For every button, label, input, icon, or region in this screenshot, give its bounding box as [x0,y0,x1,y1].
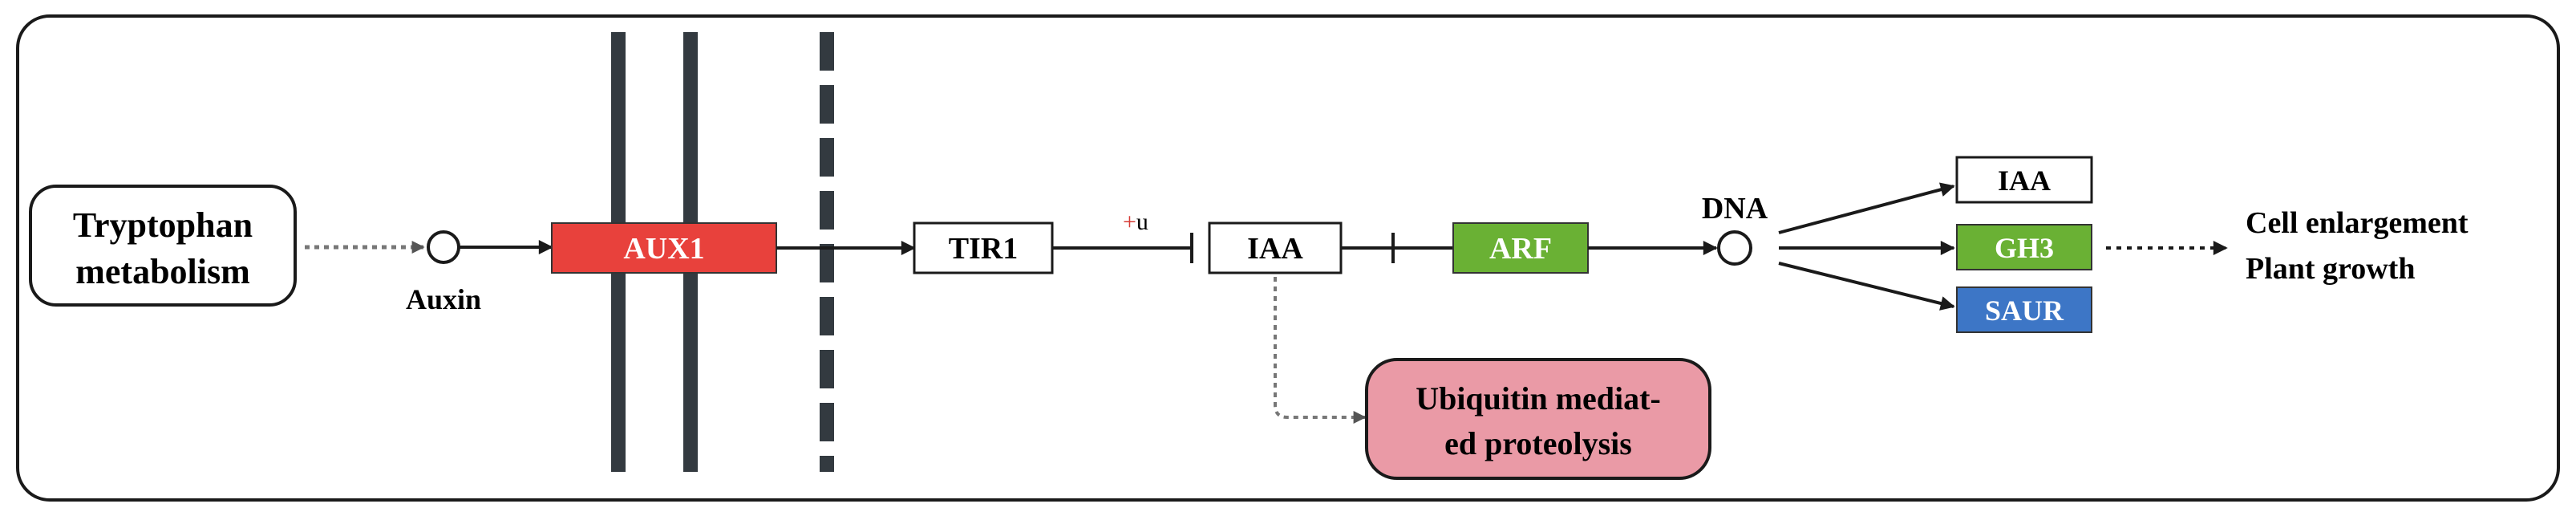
iaa-to-ubiquitin-arrow [1274,277,1367,424]
gh3-label: GH3 [1995,232,2054,264]
membrane-bar-dashed [820,32,834,472]
saur-box [1956,286,2092,333]
ubiquitin-line1: Ubiquitin mediat- [1416,380,1661,416]
dna-label: DNA [1702,192,1768,225]
dna-to-iaa-arrow [1778,182,1955,234]
arf-box [1452,222,1589,274]
metabolism-label: metabolism [75,252,250,291]
target-iaa-box [1955,156,2093,204]
tir1-label: TIR1 [949,232,1019,266]
saur-label: SAUR [1985,295,2064,327]
iaa-box [1208,221,1343,274]
tryptophan-label: Tryptophan [73,205,253,245]
iaa-label: IAA [1247,232,1303,266]
plus-u-label: +u [1123,209,1148,235]
tryptophan-metabolism-box [29,185,297,307]
aux1-label: AUX1 [623,232,704,266]
ubiquitin-proteolysis-box [1365,358,1711,480]
gh3-box [1956,224,2092,270]
auxin-compound-circle [427,230,460,264]
arf-label: ARF [1489,232,1552,266]
auxin-label: Auxin [406,283,481,315]
aux1-box [551,222,777,274]
dna-to-saur-arrow [1778,262,1955,311]
target-iaa-label: IAA [1998,165,2051,197]
plant-growth-label: Plant growth [2246,252,2415,286]
ubiquitin-line2: ed proteolysis [1444,425,1632,461]
cell-enlargement-label: Cell enlargement [2246,206,2469,240]
dna-circle [1717,230,1752,266]
